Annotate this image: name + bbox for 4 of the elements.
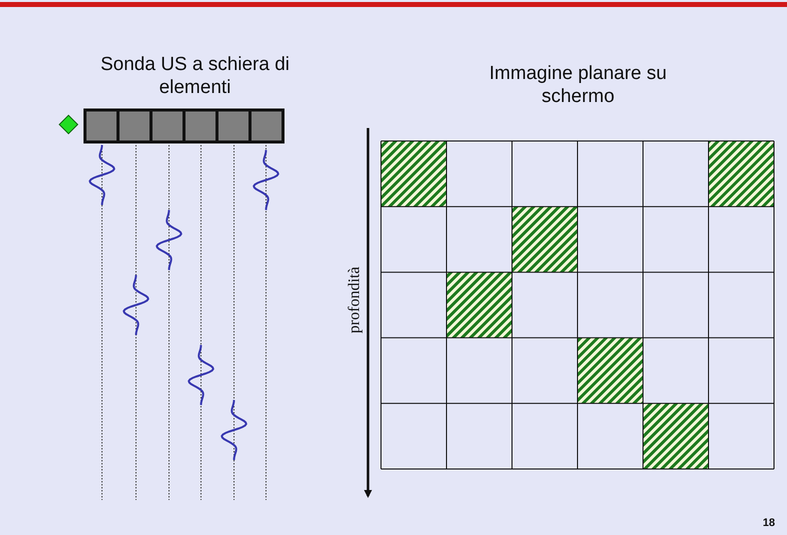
screen-title: Immagine planare su schermo xyxy=(488,62,668,108)
probe-title: Sonda US a schiera di elementi xyxy=(99,53,291,99)
page-number: 18 xyxy=(762,517,775,529)
depth-label: profondità xyxy=(346,266,364,334)
